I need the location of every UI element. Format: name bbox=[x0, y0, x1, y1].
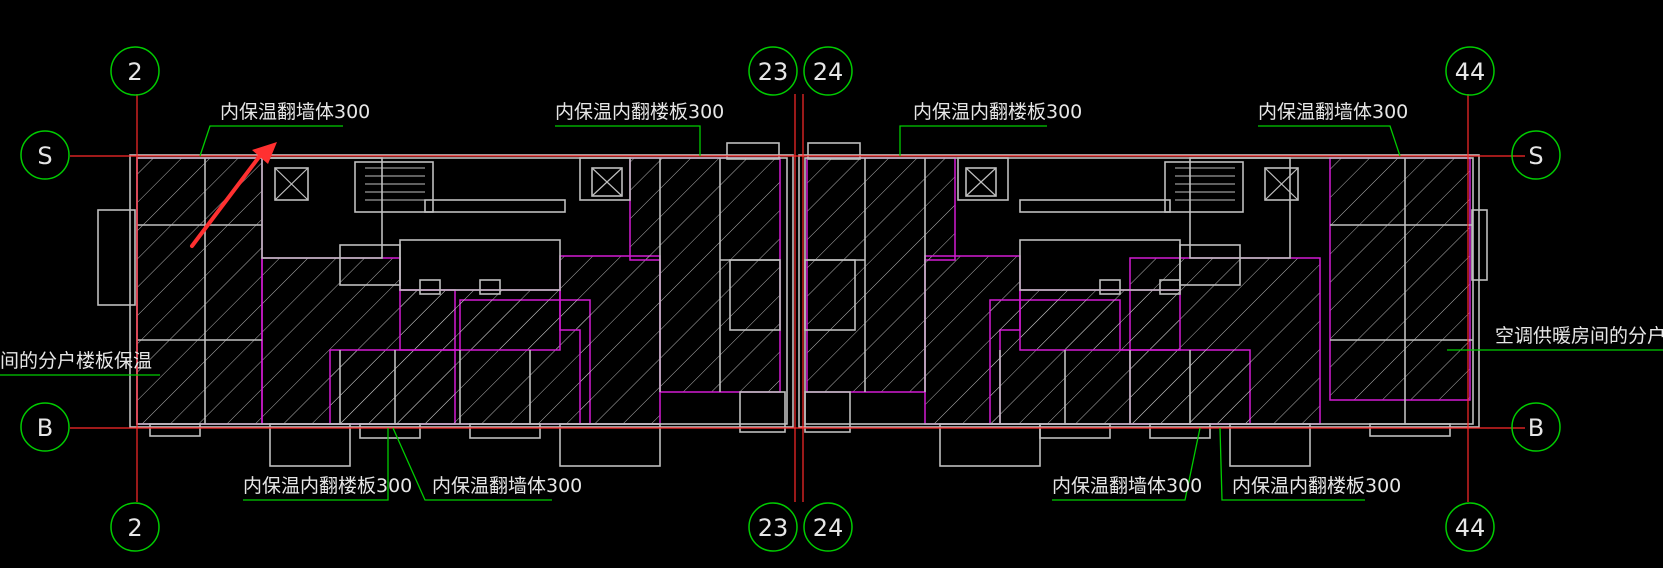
bubble-2-bottom bbox=[110, 502, 160, 552]
leader-top-center-left bbox=[555, 125, 701, 156]
annotation-labels: 内保温翻墙体300 内保温内翻楼板300 内保温内翻楼板300 内保温翻墙体30… bbox=[0, 101, 1663, 497]
axis-bubbles bbox=[20, 46, 1561, 552]
red-pointer-arrow-icon bbox=[190, 142, 277, 248]
bubble-24-top bbox=[803, 46, 853, 96]
annotation-bottom-right-a: 内保温翻墙体300 bbox=[1052, 475, 1202, 497]
axis-label-2-bottom: 2 bbox=[127, 514, 142, 542]
leader-bottom-right-b bbox=[1219, 427, 1365, 501]
bubble-2-top bbox=[110, 46, 160, 96]
axis-label-44-top: 44 bbox=[1455, 58, 1486, 86]
bubble-24-bottom bbox=[803, 502, 853, 552]
hatch-regions-left bbox=[136, 157, 781, 425]
axis-label-23-bottom: 23 bbox=[758, 514, 789, 542]
building-left-half bbox=[97, 142, 794, 467]
leader-top-center-right bbox=[899, 125, 1047, 156]
bubble-B-right bbox=[1511, 402, 1561, 452]
annotation-top-center-right: 内保温内翻楼板300 bbox=[913, 101, 1082, 123]
annotation-side-left: 间的分户楼板保温 bbox=[0, 350, 152, 372]
annotation-bottom-left-a: 内保温内翻楼板300 bbox=[243, 475, 412, 497]
annotation-bottom-right-b: 内保温内翻楼板300 bbox=[1232, 475, 1401, 497]
leader-bottom-right-a bbox=[1052, 427, 1201, 501]
bubble-23-bottom bbox=[748, 502, 798, 552]
axis-label-S-left: S bbox=[37, 142, 52, 170]
leader-top-right bbox=[1258, 125, 1401, 157]
leader-lines bbox=[0, 125, 1663, 501]
elevator-marks-right bbox=[965, 167, 1299, 201]
annotation-bottom-left-b: 内保温翻墙体300 bbox=[432, 475, 582, 497]
bubble-44-top bbox=[1445, 46, 1495, 96]
axis-bubble-labels: 2 2 23 23 24 24 44 44 S S B B bbox=[37, 58, 1544, 542]
leader-top-left bbox=[199, 125, 343, 157]
bubble-44-bottom bbox=[1445, 502, 1495, 552]
leader-bottom-left-a bbox=[243, 428, 389, 501]
axis-label-23-top: 23 bbox=[758, 58, 789, 86]
axis-label-24-bottom: 24 bbox=[813, 514, 844, 542]
bubble-S-right bbox=[1511, 130, 1561, 180]
walls-right bbox=[798, 142, 1488, 467]
bubble-S-left bbox=[20, 130, 70, 180]
bubble-23-top bbox=[748, 46, 798, 96]
annotation-side-right: 空调供暖房间的分户楼板保 bbox=[1495, 325, 1663, 347]
bubble-B-left bbox=[20, 402, 70, 452]
stair-left bbox=[365, 167, 425, 201]
grid-axis-lines bbox=[70, 94, 1525, 502]
walls-left bbox=[97, 142, 794, 467]
leader-bottom-left-b bbox=[392, 427, 552, 501]
annotation-top-right: 内保温翻墙体300 bbox=[1258, 101, 1408, 123]
building-right-half bbox=[798, 142, 1488, 467]
axis-label-B-right: B bbox=[1528, 414, 1544, 442]
stair-right bbox=[1175, 167, 1235, 201]
annotation-top-left: 内保温翻墙体300 bbox=[220, 101, 370, 123]
axis-label-44-bottom: 44 bbox=[1455, 514, 1486, 542]
axis-label-2-top: 2 bbox=[127, 58, 142, 86]
hatch-regions-right bbox=[806, 157, 1471, 425]
axis-label-B-left: B bbox=[37, 414, 53, 442]
annotation-top-center-left: 内保温内翻楼板300 bbox=[555, 101, 724, 123]
elevator-marks-left bbox=[274, 167, 623, 201]
axis-label-S-right: S bbox=[1528, 142, 1543, 170]
axis-label-24-top: 24 bbox=[813, 58, 844, 86]
